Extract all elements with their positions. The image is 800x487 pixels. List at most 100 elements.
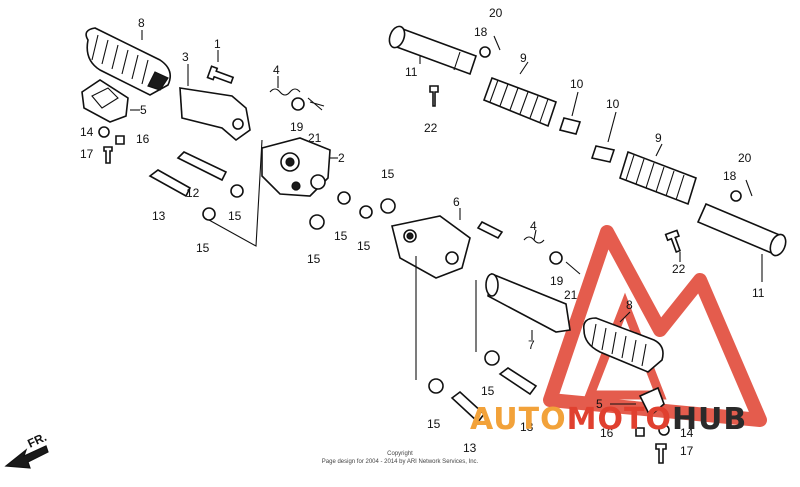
bolt-17-right — [655, 443, 667, 464]
callout-19-left: 19 — [290, 120, 304, 134]
cotter-20-top — [493, 35, 501, 51]
copyright-line: Copyright — [387, 451, 413, 457]
bolt-17-left — [103, 146, 113, 164]
callout-16-right: 16 — [600, 426, 614, 440]
callout-5-left: 5 — [140, 103, 147, 117]
callout-1-left: 1 — [214, 37, 221, 51]
callout-4-left: 4 — [273, 63, 280, 77]
callout-12: 12 — [186, 186, 200, 200]
callout-15-d: 15 — [334, 229, 348, 243]
cotter-21-left — [307, 97, 325, 111]
callout-22-lower: 22 — [672, 262, 686, 276]
pivot-pin-11-lower — [696, 202, 787, 257]
callout-8-right: 8 — [626, 298, 633, 312]
bolt-13-right-b — [450, 390, 486, 424]
callout-11-top: 11 — [405, 65, 418, 79]
callout-18-top: 18 — [474, 25, 488, 39]
watermark-moto: MOTO — [566, 402, 672, 437]
callout-21-right: 21 — [564, 288, 578, 302]
copyright-notice: Page design for 2004 - 2014 by ARI Netwo… — [321, 459, 479, 465]
callout-6: 6 — [453, 195, 460, 209]
callout-15-g: 15 — [481, 384, 495, 398]
washer-15-a — [230, 184, 244, 198]
callout-18-lower: 18 — [723, 169, 737, 183]
step-holder-2 — [261, 137, 331, 197]
washer-18-top — [479, 46, 491, 58]
callout-22-top: 22 — [424, 121, 438, 135]
callout-labels: 8 3 1 4 5 14 16 17 19 21 2 12 13 15 15 1… — [25, 6, 764, 458]
callout-8-left: 8 — [138, 16, 145, 30]
callout-20-lower: 20 — [738, 151, 752, 165]
callout-15-h: 15 — [427, 417, 441, 431]
callout-9-lower: 9 — [655, 131, 662, 145]
callout-13-right-b: 13 — [463, 441, 477, 455]
callout-9-top: 9 — [520, 51, 527, 65]
callout-17-right: 17 — [680, 444, 694, 458]
bolt-13-left — [148, 169, 192, 198]
callout-15-e: 15 — [357, 239, 371, 253]
washer-19-left — [291, 97, 305, 111]
footpeg-arm-left — [179, 87, 251, 142]
callout-3: 3 — [182, 50, 189, 64]
step-holder-6 — [391, 215, 471, 279]
callout-13-right-a: 13 — [520, 420, 534, 434]
cotter-21-right — [565, 261, 581, 275]
washer-15-c — [309, 214, 325, 230]
watermark-auto: AUTO — [470, 402, 567, 437]
footpeg-bracket-left — [81, 79, 129, 123]
callout-19-right: 19 — [550, 274, 564, 288]
washer-19-right — [549, 251, 563, 265]
washer-10-bottom — [590, 145, 616, 163]
leader-line-right — [415, 256, 477, 380]
pin-1-right — [476, 220, 504, 240]
cotter-20-lower — [745, 179, 753, 197]
washer-15-g — [484, 350, 500, 366]
callout-14-right: 14 — [680, 426, 694, 440]
washer-15-b — [202, 207, 216, 221]
washer-10-top — [558, 117, 582, 135]
washer-15-d — [337, 191, 351, 205]
callout-15-c: 15 — [307, 252, 321, 266]
bolt-16-right — [635, 427, 645, 437]
washer-18-lower — [730, 190, 742, 202]
callout-14-left: 14 — [80, 125, 94, 139]
nut-14-right — [658, 424, 670, 436]
footpeg-bracket-right — [638, 386, 665, 418]
bolt-22-lower — [664, 229, 682, 253]
callout-5-right: 5 — [596, 397, 603, 411]
nut-14-left — [98, 126, 110, 138]
rubber-9-lower — [619, 150, 697, 206]
callout-10-bottom: 10 — [606, 97, 620, 111]
watermark-text: AUTOMOTOHUB — [470, 402, 747, 437]
leader-line-left — [208, 139, 263, 247]
callout-2: 2 — [338, 151, 345, 165]
washer-15-f — [380, 198, 396, 214]
spring-4-left — [269, 88, 301, 96]
bolt-16-left — [115, 135, 125, 145]
rubber-9-top — [482, 76, 558, 128]
callout-10-top: 10 — [570, 77, 584, 91]
callout-21-left: 21 — [308, 131, 322, 145]
pivot-pin-11-top — [388, 25, 478, 76]
watermark-triangle — [543, 225, 767, 427]
callout-17-left: 17 — [80, 147, 94, 161]
washer-15-e — [359, 205, 373, 219]
callout-15-f: 15 — [381, 167, 395, 181]
watermark-hub: HUB — [671, 402, 748, 437]
callout-11-lower: 11 — [752, 286, 765, 300]
footpeg-rubber-right — [582, 317, 664, 373]
bolt-22-top — [429, 85, 439, 107]
washer-15-h — [428, 378, 444, 394]
front-arrow-icon — [4, 445, 49, 469]
footpeg-arm-right — [485, 272, 571, 333]
callout-4-right: 4 — [530, 219, 537, 233]
callout-15-a: 15 — [228, 209, 242, 223]
bolt-13-right-a — [498, 367, 538, 396]
callout-7: 7 — [528, 338, 535, 352]
pin-1-left — [206, 65, 235, 84]
callout-leaders — [130, 30, 763, 405]
callout-16-left: 16 — [136, 132, 150, 146]
bolt-12 — [176, 151, 228, 182]
